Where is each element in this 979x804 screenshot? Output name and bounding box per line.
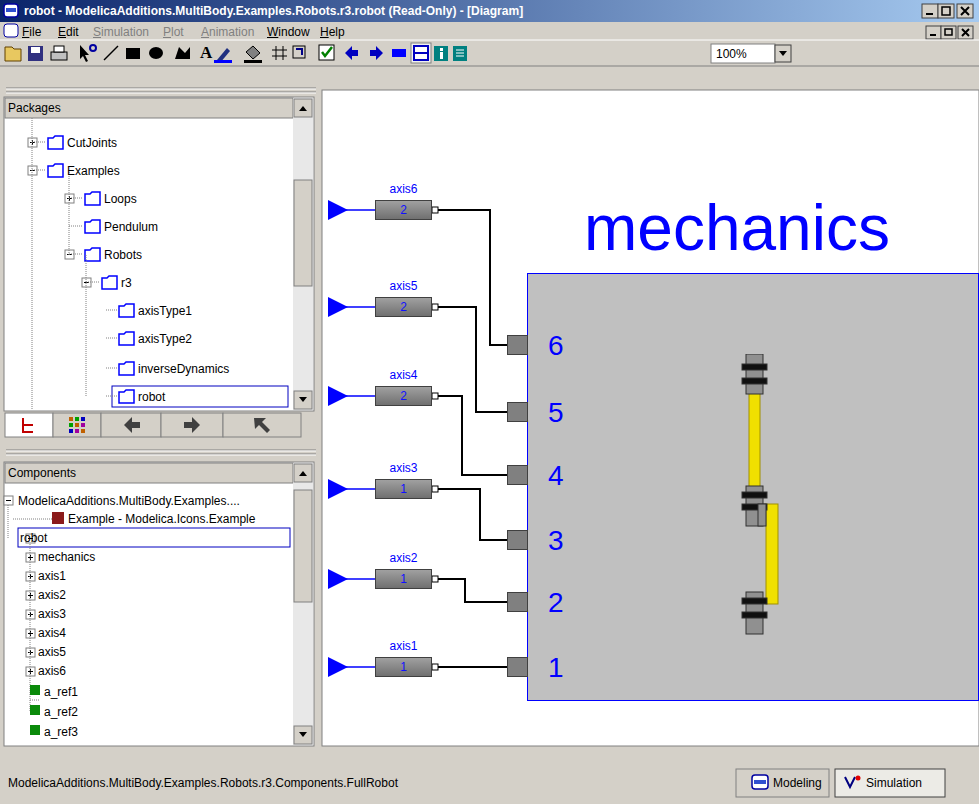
tree-item: axisType1 (138, 304, 192, 318)
gear-ratio: 2 (376, 299, 431, 315)
menu-item: Window (267, 25, 310, 39)
status-text: ModelicaAdditions.MultiBody.Examples.Rob… (8, 776, 398, 790)
flange-connector: 5 (507, 402, 528, 422)
flange-connector: 6 (507, 335, 528, 355)
axis-block: axis42 (375, 386, 432, 406)
tree-item: Examples (67, 164, 120, 178)
tree-item: r3 (121, 276, 132, 290)
connection-line (432, 579, 507, 602)
output-flange (432, 304, 438, 310)
menu-item: File (22, 25, 41, 39)
tree-item: axis6 (38, 664, 66, 678)
toolbar-icons (5, 43, 791, 63)
mechanics-block: mechanics654321 (527, 273, 979, 701)
tree-item: inverseDynamics (138, 362, 229, 376)
output-flange (432, 486, 438, 492)
connection-line (432, 396, 507, 475)
tree-item: CutJoints (67, 136, 117, 150)
axis-block: axis52 (375, 297, 432, 317)
port-number: 6 (548, 331, 564, 361)
menu-item: Animation (201, 25, 254, 39)
flange-connector: 1 (507, 657, 528, 677)
tree-icons (4, 118, 134, 735)
gear-ratio: 2 (376, 388, 431, 404)
component-name: axis2 (389, 551, 417, 565)
axis-block: axis31 (375, 479, 432, 499)
tree-item: axis4 (38, 626, 66, 640)
gear-ratio: 1 (376, 481, 431, 497)
component-name: axis6 (389, 182, 417, 196)
tree-item: ModelicaAdditions.MultiBody.Examples.... (18, 494, 240, 508)
connection-line (432, 210, 507, 345)
flange-connector: 2 (507, 592, 528, 612)
tree-item: axis2 (38, 588, 66, 602)
menu-item: Edit (58, 25, 79, 39)
tree-item: axis5 (38, 645, 66, 659)
connection-line (432, 489, 507, 540)
tree-item: Robots (104, 248, 142, 262)
output-flange (432, 393, 438, 399)
input-connector (328, 569, 375, 589)
mode-button: Simulation (866, 776, 922, 790)
tree-item: mechanics (38, 550, 95, 564)
input-connector (328, 200, 375, 220)
robot-illustration (714, 354, 784, 644)
tree-item: axis3 (38, 607, 66, 621)
axis-block: axis11 (375, 657, 432, 677)
gear-ratio: 1 (376, 571, 431, 587)
window-title: robot - ModelicaAdditions.MultiBody.Exam… (24, 4, 523, 18)
output-flange (432, 207, 438, 213)
input-connector (328, 479, 375, 499)
tree-item: Loops (104, 192, 137, 206)
robot-joints (742, 354, 767, 634)
component-name: axis4 (389, 368, 417, 382)
tree-item: robot (20, 531, 47, 545)
tree-item: a_ref1 (44, 685, 78, 699)
input-connector (328, 657, 375, 677)
component-name: axis3 (389, 461, 417, 475)
axis-block: axis21 (375, 569, 432, 589)
component-name: axis5 (389, 279, 417, 293)
input-connector (328, 297, 375, 317)
port-number: 1 (548, 653, 564, 683)
panel-header: Packages (8, 101, 61, 115)
panel-header: Components (8, 466, 76, 480)
component-name: axis1 (389, 639, 417, 653)
window-buttons (922, 4, 973, 39)
components-panel (4, 462, 314, 746)
gear-ratio: 1 (376, 659, 431, 675)
tree-item: a_ref2 (44, 705, 78, 719)
packages-panel (4, 97, 314, 411)
component-name: mechanics (584, 196, 890, 260)
port-number: 2 (548, 588, 564, 618)
mode-button: Modeling (773, 776, 822, 790)
tree-item: Pendulum (104, 220, 158, 234)
output-flange (432, 664, 438, 670)
selection-box (18, 528, 290, 547)
selection-box (112, 386, 288, 407)
axis-block: axis62 (375, 200, 432, 220)
toolbar-glyph: A (200, 44, 212, 62)
tree-item: axis1 (38, 569, 66, 583)
menu-item: Plot (163, 25, 184, 39)
title-bar (0, 0, 979, 22)
gear-ratio: 2 (376, 202, 431, 218)
port-number: 4 (548, 461, 564, 491)
menu-item: Help (320, 25, 345, 39)
port-number: 3 (548, 526, 564, 556)
input-connector (328, 386, 375, 406)
flange-connector: 4 (507, 465, 528, 485)
tree-item: Example - Modelica.Icons.Example (68, 512, 255, 526)
menu-item: Simulation (93, 25, 149, 39)
connection-line (432, 666, 507, 668)
flange-connector: 3 (507, 530, 528, 550)
tree-item: a_ref3 (44, 725, 78, 739)
diagram-canvas (322, 90, 979, 746)
tree-item: axisType2 (138, 332, 192, 346)
zoom-value: 100% (716, 47, 747, 61)
tree-item: robot (138, 390, 165, 404)
port-number: 5 (548, 398, 564, 428)
output-flange (432, 576, 438, 582)
